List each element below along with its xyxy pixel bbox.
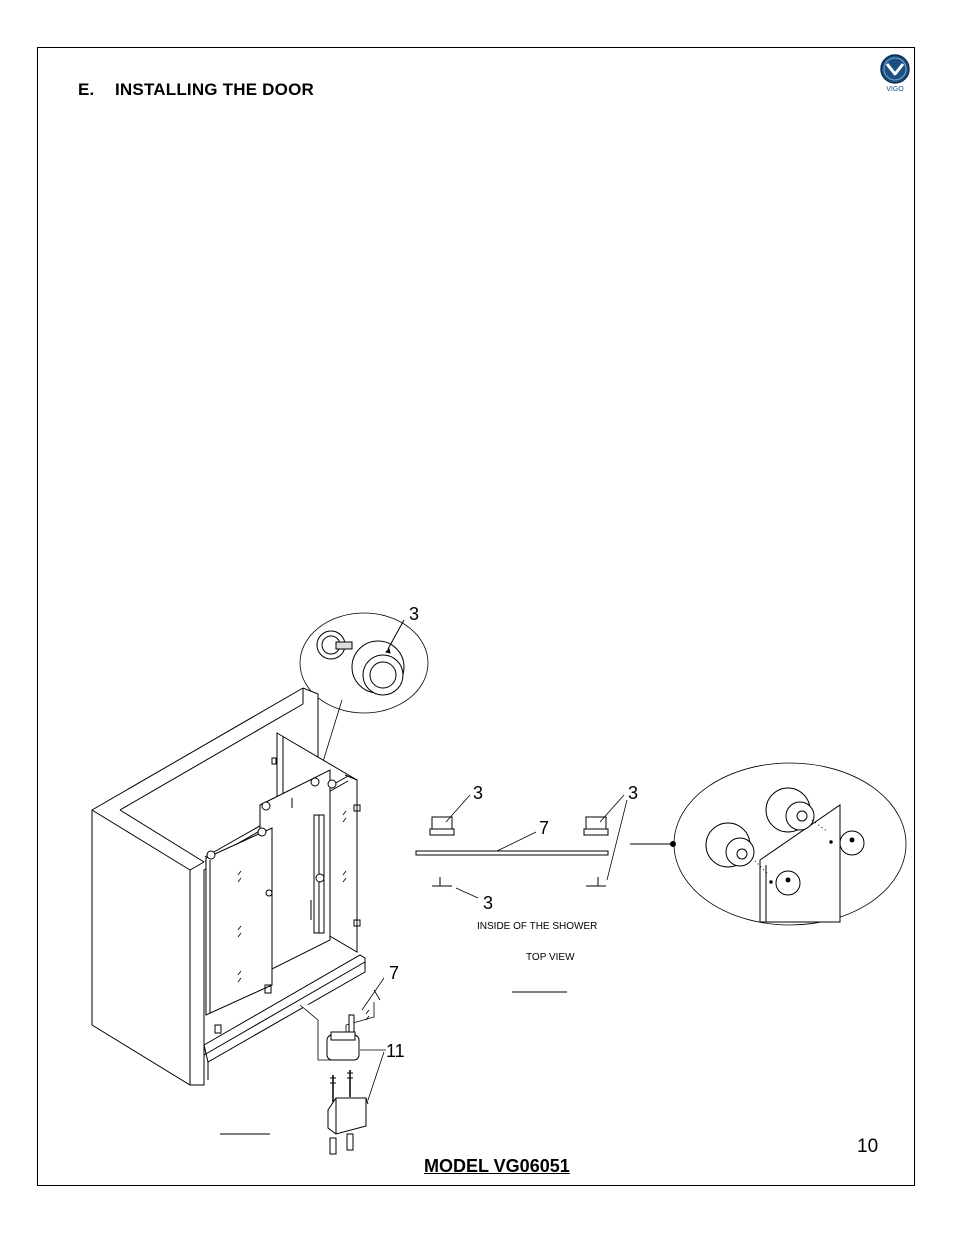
page-frame (37, 47, 915, 1186)
callout-11-guide: 11 (386, 1041, 405, 1061)
roller-mount-detail (673, 762, 907, 926)
callout-3-bottom: 3 (483, 893, 493, 913)
top-view-label: TOP VIEW (526, 952, 575, 963)
callout-7-rail: 7 (539, 818, 549, 838)
vigo-logo: VIGO (880, 54, 910, 93)
logo-text: VIGO (886, 86, 904, 93)
callout-7-rail-bottom: 7 (389, 963, 399, 983)
shower-enclosure-drawing (91, 687, 386, 1155)
callout-3-roller-detail: 3 (409, 604, 419, 624)
callout-3-top-left: 3 (473, 783, 483, 803)
page-number: 10 (857, 1136, 879, 1157)
section-title: INSTALLING THE DOOR (115, 80, 314, 99)
inside-shower-label: INSIDE OF THE SHOWER (477, 921, 597, 932)
section-letter: E. (78, 80, 95, 99)
callout-3-top-right: 3 (628, 783, 638, 803)
top-view-diagram (415, 794, 676, 993)
section-heading: E. INSTALLING THE DOOR (78, 80, 314, 100)
roller-detail-callout (299, 612, 429, 779)
model-title: MODEL VG06051 (424, 1156, 570, 1176)
